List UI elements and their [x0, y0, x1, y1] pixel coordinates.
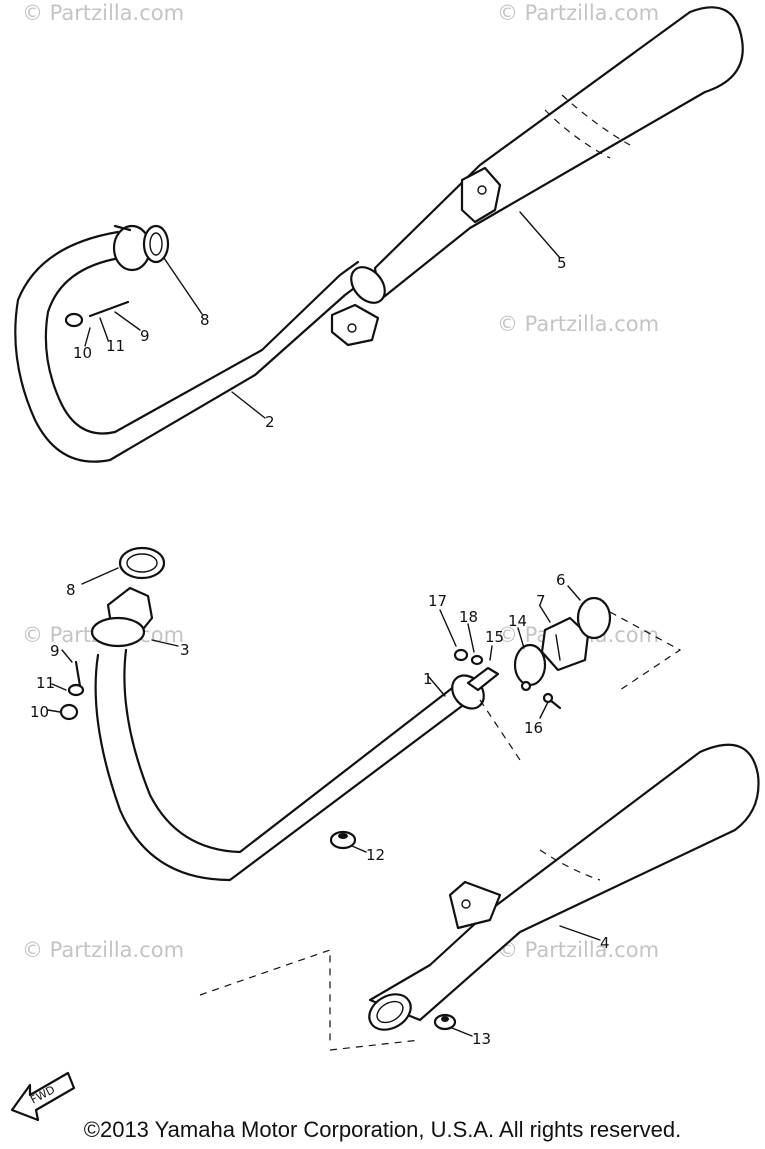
callout-10: 10 [73, 344, 92, 362]
washer-18 [470, 654, 484, 666]
fwd-arrow-icon: FWD [10, 1071, 76, 1122]
copyright-text: ©2013 Yamaha Motor Corporation, U.S.A. A… [83, 1117, 682, 1142]
upper-assembly: 5 2 8 9 10 11 [14, 6, 744, 463]
callout-16: 16 [524, 719, 543, 737]
callout-14: 14 [508, 612, 527, 630]
lower-assembly: 8 3 9 11 10 1 17 18 15 14 7 6 16 12 4 13 [30, 546, 760, 1051]
callout-2: 2 [265, 413, 275, 431]
callout-5: 5 [557, 254, 567, 272]
cap-6 [576, 596, 612, 640]
callout-10: 10 [30, 703, 49, 721]
callout-7: 7 [536, 592, 546, 610]
gasket-upper [142, 224, 170, 264]
callout-11: 11 [106, 337, 125, 355]
bolt-upper [88, 300, 130, 318]
watermark: © Partzilla.com [497, 312, 659, 336]
callout-11: 11 [36, 674, 55, 692]
callout-8: 8 [200, 311, 210, 329]
muffler-bracket-lower [448, 880, 502, 930]
watermark: © Partzilla.com [497, 938, 659, 962]
callout-15: 15 [485, 628, 504, 646]
washer-11 [67, 683, 85, 697]
exhaust-pipe-upper [14, 230, 367, 463]
nut-10 [59, 703, 79, 721]
cover-14 [513, 643, 547, 687]
callout-8: 8 [66, 581, 76, 599]
bracket-15 [466, 666, 500, 692]
callout-17: 17 [428, 592, 447, 610]
callout-18: 18 [459, 608, 478, 626]
callout-1: 1 [423, 670, 433, 688]
watermark: © Partzilla.com [22, 938, 184, 962]
gasket-8 [118, 546, 166, 580]
callout-12: 12 [366, 846, 385, 864]
callout-9: 9 [140, 327, 150, 345]
callout-13: 13 [472, 1030, 491, 1048]
callout-9: 9 [50, 642, 60, 660]
callout-4: 4 [600, 934, 610, 952]
muffler-bracket [460, 166, 502, 224]
callout-6: 6 [556, 571, 566, 589]
exhaust-pipe-lower [94, 653, 472, 882]
stud-9 [74, 660, 82, 688]
baffle-7 [540, 616, 590, 672]
muffler-lower [368, 743, 760, 1022]
callout-3: 3 [180, 641, 190, 659]
watermark: © Partzilla.com [22, 1, 184, 25]
watermark: © Partzilla.com [497, 1, 659, 25]
grommet-12 [329, 830, 357, 850]
nut-17 [453, 648, 469, 662]
muffler-upper [373, 6, 744, 302]
